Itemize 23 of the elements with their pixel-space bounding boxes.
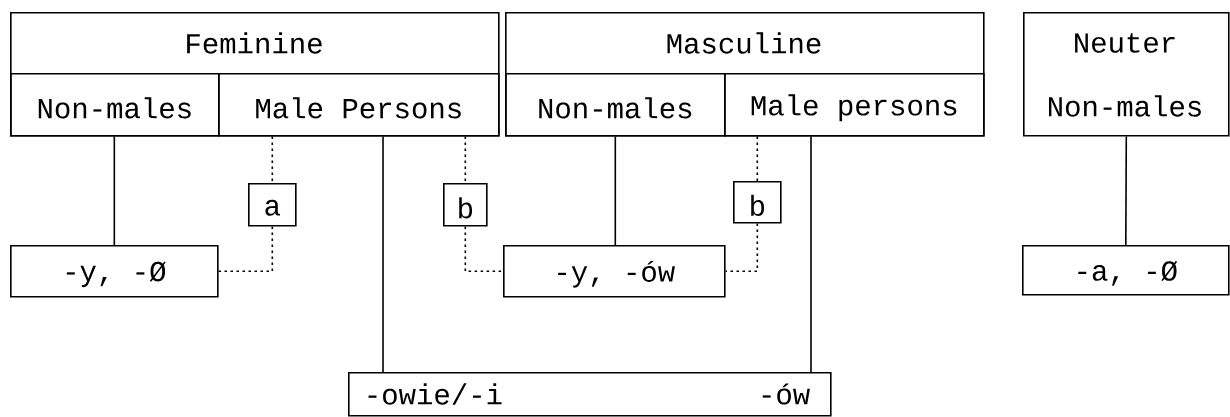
ending-box: -owie/-i -ów: [348, 372, 832, 417]
connector-line: [113, 135, 116, 246]
ending-box: -y, -ów: [503, 245, 726, 298]
dotted-connector: [724, 222, 759, 273]
connector-line: [810, 135, 812, 373]
ending-box: -a, -Ø: [1022, 245, 1230, 296]
connector-line: [382, 135, 384, 373]
dotted-connector: [271, 135, 274, 184]
dotted-connector: [464, 225, 504, 273]
dotted-connector: [464, 135, 467, 184]
letter-box: b: [733, 181, 782, 224]
connector-line: [1125, 135, 1128, 246]
table-cell: Male persons: [724, 73, 985, 137]
table-cell: Non-males: [10, 73, 220, 137]
table-cell: Non-males: [505, 73, 726, 137]
connector-line: [614, 135, 617, 246]
dotted-connector: [217, 225, 274, 273]
dotted-connector: [756, 135, 759, 182]
letter-box: b: [443, 183, 488, 227]
ending-box: -y, -Ø: [10, 245, 219, 298]
table-header-box: Neuter Non-males: [1023, 12, 1230, 137]
letter-box: a: [248, 183, 297, 227]
table-cell: Male Persons: [218, 73, 500, 137]
